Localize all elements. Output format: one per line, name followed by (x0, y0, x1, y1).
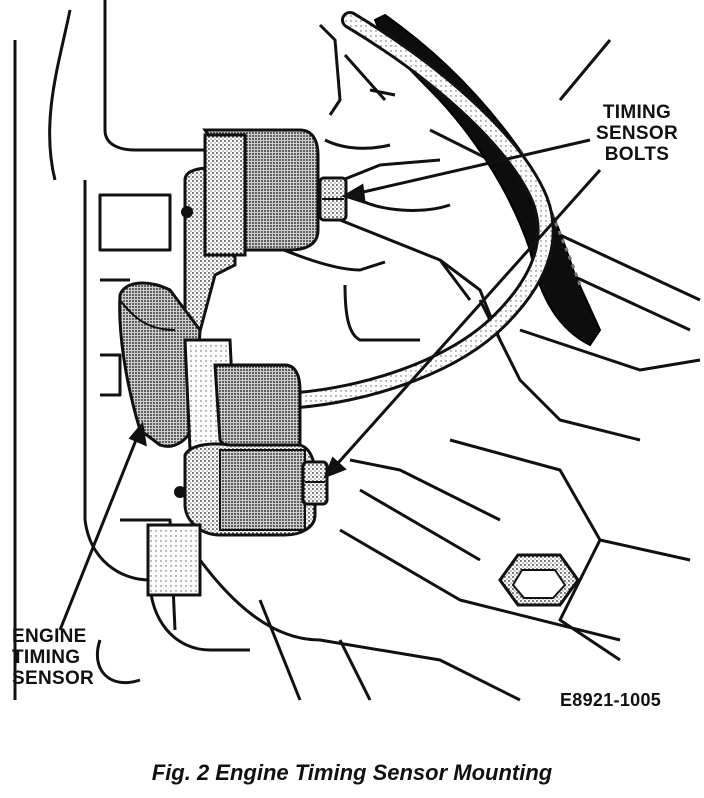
label-line: TIMING (602, 102, 672, 123)
label-line: SENSOR (12, 668, 95, 689)
figure-code: E8921-1005 (560, 690, 662, 710)
hex-bolt-icon (498, 553, 580, 607)
label-line: TIMING (12, 647, 81, 668)
callout-leaders (58, 138, 602, 631)
engine-block-outline (13, 0, 701, 702)
upper-bracket (183, 128, 320, 352)
label-line: ENGINE (12, 626, 87, 647)
lower-bolt-icon (301, 460, 329, 506)
figure-caption: Fig. 2 Engine Timing Sensor Mounting (151, 760, 553, 785)
lower-bracket (183, 363, 317, 537)
engine-timing-sensor-label: ENGINE TIMING SENSOR (12, 626, 122, 689)
mounting-boss (146, 523, 202, 597)
label-line: BOLTS (604, 144, 670, 165)
label-line: SENSOR (595, 123, 679, 144)
timing-sensor-bolts-label: TIMING SENSOR BOLTS (582, 102, 692, 165)
upper-bolt-icon (318, 176, 348, 222)
